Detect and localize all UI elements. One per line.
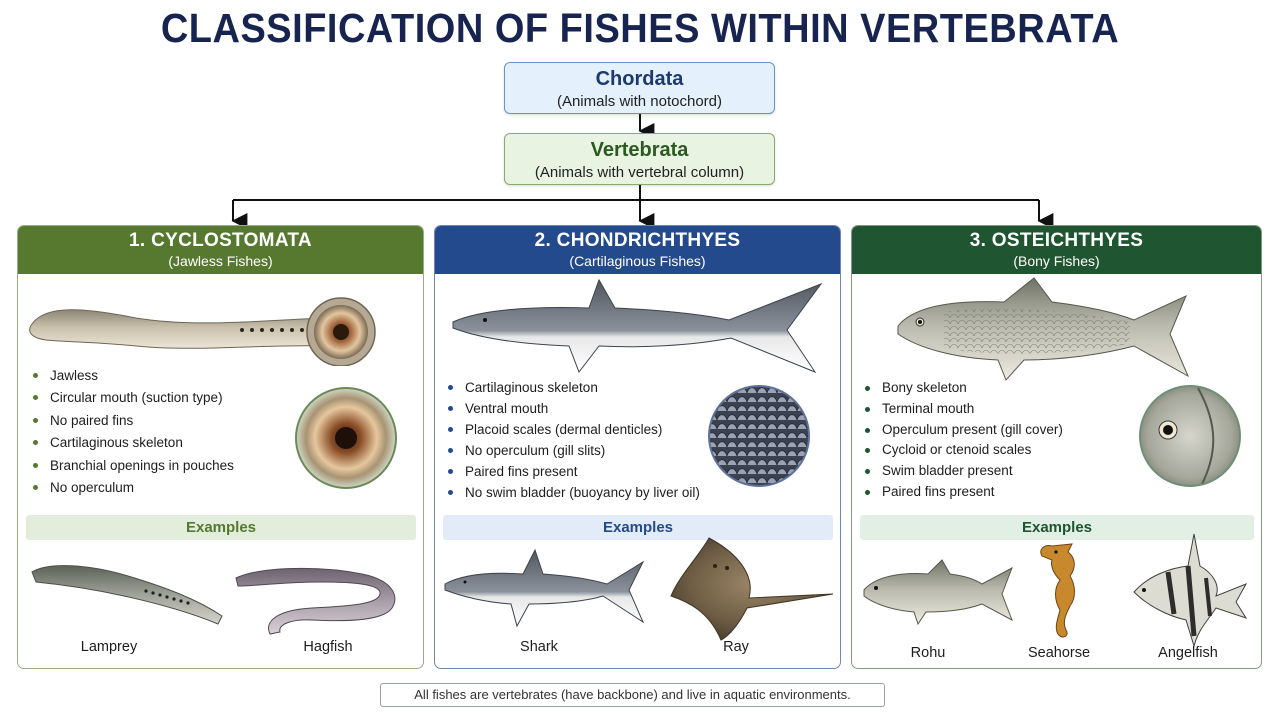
- chordata-desc: (Animals with notochord): [556, 93, 723, 110]
- trait-item: Cycloid or ctenoid scales: [865, 440, 1063, 461]
- cyclostomata-subheading: (Jawless Fishes): [168, 253, 273, 269]
- trait-item: Circular mouth (suction type): [33, 387, 234, 409]
- chordata-node: Chordata (Animals with notochord): [504, 62, 775, 114]
- sucker-mouth-closeup: [295, 387, 397, 489]
- vertebrata-desc: (Animals with vertebral column): [534, 164, 745, 181]
- cyclostomata-panel: 1. CYCLOSTOMATA (Jawless Fishes) Jawless…: [17, 225, 424, 669]
- hagfish-example-image: [235, 567, 396, 635]
- placoid-scales-closeup: [708, 385, 810, 487]
- chondrichthyes-traits: Cartilaginous skeleton Ventral mouth Pla…: [448, 377, 700, 503]
- osteichthyes-header: 3. OSTEICHTHYES (Bony Fishes): [852, 226, 1261, 274]
- chondrichthyes-panel: 2. CHONDRICHTHYES (Cartilaginous Fishes)…: [434, 225, 841, 669]
- cyclostomata-examples-label: Examples: [26, 515, 416, 540]
- cyclostomata-header: 1. CYCLOSTOMATA (Jawless Fishes): [18, 226, 423, 274]
- footer-note: All fishes are vertebrates (have backbon…: [380, 683, 885, 707]
- osteichthyes-traits: Bony skeleton Terminal mouth Operculum p…: [865, 378, 1063, 503]
- osteichthyes-subheading: (Bony Fishes): [1013, 253, 1100, 269]
- trait-item: No paired fins: [33, 410, 234, 432]
- shark-main-illustration: [452, 278, 823, 374]
- trait-item: Operculum present (gill cover): [865, 420, 1063, 441]
- osteichthyes-examples-label: Examples: [860, 515, 1254, 540]
- trait-item: Cartilaginous skeleton: [448, 377, 700, 398]
- chordata-title: Chordata: [595, 68, 684, 90]
- trait-item: Paired fins present: [865, 482, 1063, 503]
- seahorse-label: Seahorse: [1027, 645, 1091, 661]
- trait-item: Cartilaginous skeleton: [33, 432, 234, 454]
- trait-item: Terminal mouth: [865, 399, 1063, 420]
- trait-item: Jawless: [33, 365, 234, 387]
- trait-item: No operculum (gill slits): [448, 440, 700, 461]
- ray-example-image: [670, 537, 834, 641]
- angelfish-label: Angelfish: [1158, 645, 1218, 661]
- rohu-example-image: [863, 559, 1013, 626]
- trait-item: Placoid scales (dermal denticles): [448, 419, 700, 440]
- chondrichthyes-subheading: (Cartilaginous Fishes): [569, 253, 706, 269]
- trait-item: Ventral mouth: [448, 398, 700, 419]
- chondrichthyes-header: 2. CHONDRICHTHYES (Cartilaginous Fishes): [435, 226, 840, 274]
- trait-item: No operculum: [33, 477, 234, 499]
- rohu-label: Rohu: [910, 645, 946, 661]
- chondrichthyes-heading: 2. CHONDRICHTHYES: [534, 230, 741, 251]
- angelfish-example-image: [1133, 533, 1248, 648]
- osteichthyes-heading: 3. OSTEICHTHYES: [969, 230, 1144, 251]
- ray-label: Ray: [723, 639, 749, 655]
- trait-item: Swim bladder present: [865, 461, 1063, 482]
- seahorse-example-image: [1040, 543, 1075, 638]
- operculum-closeup: [1139, 385, 1241, 487]
- trait-item: No swim bladder (buoyancy by liver oil): [448, 482, 700, 503]
- shark-label: Shark: [520, 639, 558, 655]
- osteichthyes-panel: 3. OSTEICHTHYES (Bony Fishes) Bony skele…: [851, 225, 1262, 669]
- lamprey-main-illustration: [29, 297, 376, 366]
- gill-pores: [240, 328, 304, 332]
- cyclostomata-traits: Jawless Circular mouth (suction type) No…: [33, 365, 234, 499]
- bony-fish-main-illustration: [897, 277, 1190, 381]
- vertebrata-title: Vertebrata: [590, 139, 689, 161]
- hagfish-label: Hagfish: [303, 639, 353, 655]
- lamprey-label: Lamprey: [80, 639, 138, 655]
- vertebrata-node: Vertebrata (Animals with vertebral colum…: [504, 133, 775, 185]
- cyclostomata-heading: 1. CYCLOSTOMATA: [129, 230, 312, 251]
- lamprey-example-image: [31, 565, 223, 625]
- trait-item: Paired fins present: [448, 461, 700, 482]
- trait-item: Bony skeleton: [865, 378, 1063, 399]
- page-title: CLASSIFICATION OF FISHES WITHIN VERTEBRA…: [160, 6, 1120, 52]
- shark-example-image: [444, 548, 645, 628]
- chondrichthyes-examples-label: Examples: [443, 515, 833, 540]
- trait-item: Branchial openings in pouches: [33, 455, 234, 477]
